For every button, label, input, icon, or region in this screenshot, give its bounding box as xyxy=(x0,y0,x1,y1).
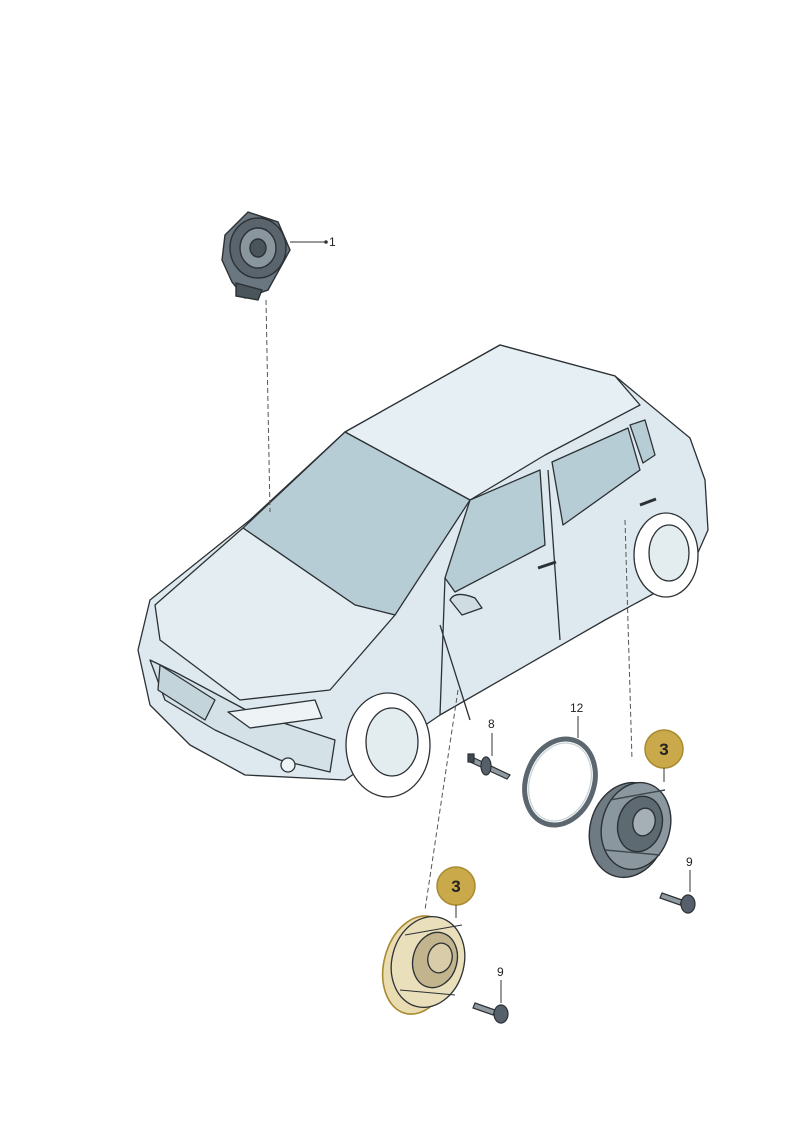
loudspeaker-icon-front-highlighted xyxy=(381,915,466,1015)
callout-label-9-right: 9 xyxy=(686,855,693,869)
screw-icon-right xyxy=(659,892,696,914)
car-door-handle-front xyxy=(537,560,557,570)
car-fog-light xyxy=(280,757,296,773)
car-hood xyxy=(154,527,396,701)
car-rear-quarter-window xyxy=(629,419,656,464)
car-rear-side-window xyxy=(551,427,641,526)
badge-label-3-left: 3 xyxy=(451,877,460,896)
callout-label-12: 12 xyxy=(570,701,584,715)
callout-label-1: 1 xyxy=(329,235,336,249)
leader-front-speaker xyxy=(424,689,459,911)
car-headlight xyxy=(227,699,323,729)
callout-label-9-left: 9 xyxy=(497,965,504,979)
badge-label-3-right: 3 xyxy=(659,740,668,759)
car-grille xyxy=(157,664,216,721)
car-mirror xyxy=(449,593,483,616)
car-rear-rim xyxy=(648,524,690,582)
leader-lines xyxy=(265,299,633,911)
screw-icon-left xyxy=(472,1002,509,1024)
tweeter-icon xyxy=(221,211,291,301)
car-front-rim xyxy=(365,707,419,777)
car-door-handle-rear xyxy=(639,497,657,507)
sealing-ring-icon xyxy=(522,736,598,828)
callout-dot-1 xyxy=(324,240,328,244)
rivet-icon xyxy=(467,753,511,780)
leader-part-1 xyxy=(265,299,271,513)
car-illustration xyxy=(137,344,709,798)
leader-rear-speaker xyxy=(624,519,633,761)
car-door-line xyxy=(439,469,561,721)
callout-label-8: 8 xyxy=(488,717,495,731)
loudspeaker-icon-rear xyxy=(588,781,672,879)
car-front-side-window xyxy=(444,469,546,593)
